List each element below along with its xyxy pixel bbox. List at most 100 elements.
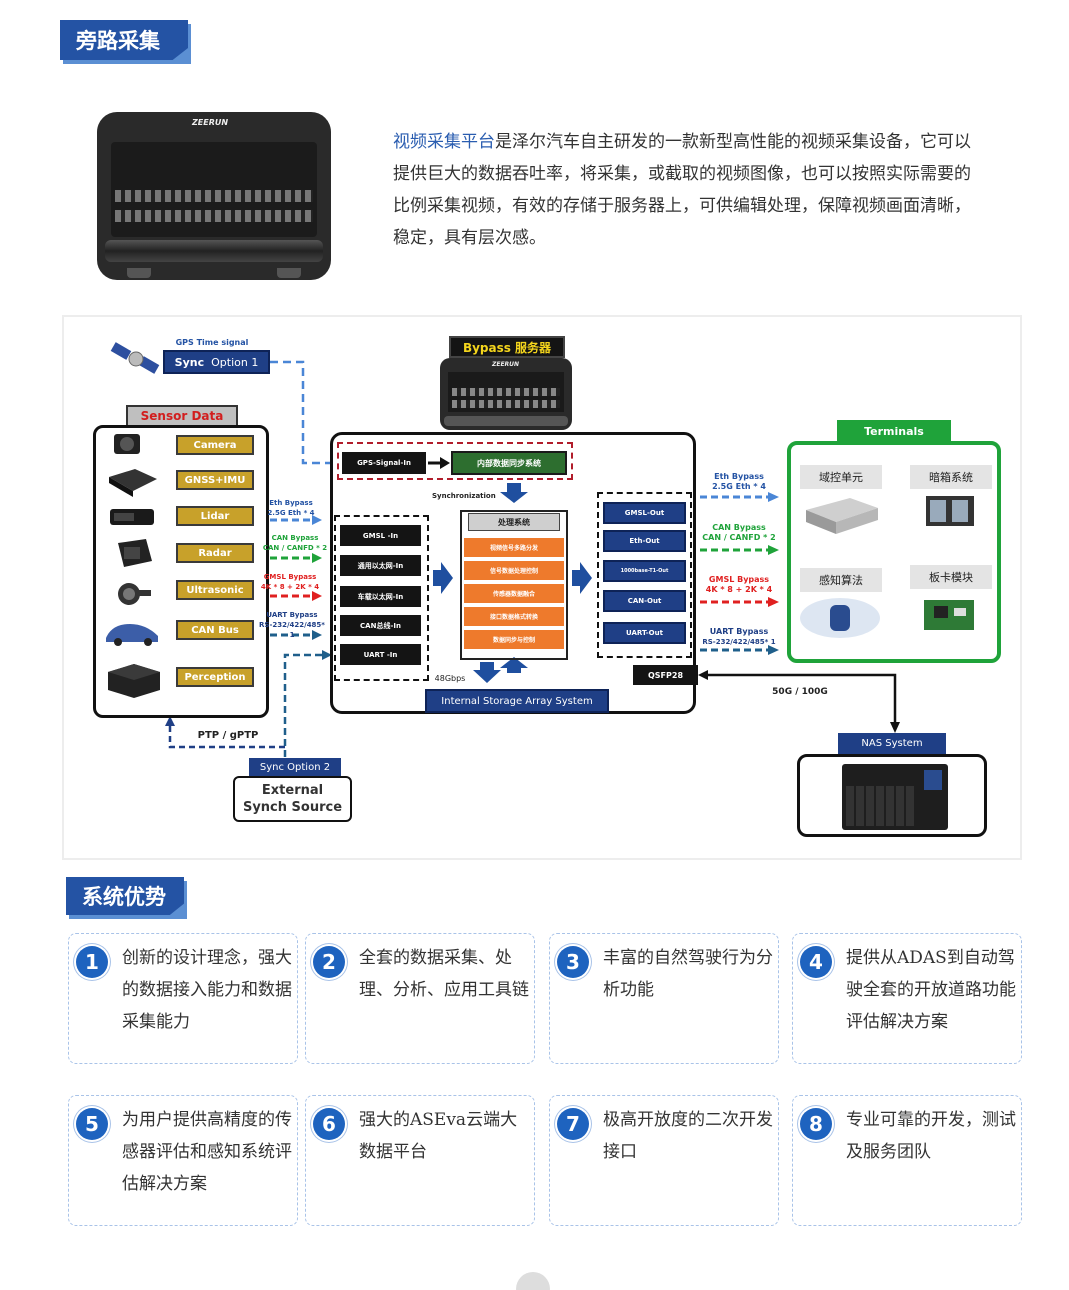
advantage-card: 4 提供从ADAS到自动驾驶全套的开放道路功能评估解决方案 <box>792 933 1022 1064</box>
output-uart: UART-Out <box>603 622 686 644</box>
advantage-number: 8 <box>800 1108 832 1140</box>
input-ethernet: 通用以太网-In <box>340 555 421 576</box>
input-gmsl: GMSL -In <box>340 525 421 546</box>
page-number-badge <box>516 1272 550 1290</box>
sync-option2-box: Sync Option 2 <box>249 758 341 777</box>
sensor-can-bus: CAN Bus <box>176 620 254 640</box>
external-line2: Synch Source <box>242 800 343 815</box>
advantage-number: 2 <box>313 946 345 978</box>
terminal-board-module: 板卡模块 <box>910 565 992 589</box>
sensor-data-panel <box>93 425 269 718</box>
sensor-radar: Radar <box>176 543 254 563</box>
gps-signal-in-box: GPS-Signal-In <box>342 452 426 474</box>
advantage-number: 3 <box>557 946 589 978</box>
architecture-diagram <box>62 315 1022 860</box>
camera-icon <box>114 434 140 454</box>
advantage-card: 8 专业可靠的开发，测试及服务团队 <box>792 1095 1022 1226</box>
external-line1: External <box>261 783 324 798</box>
intro-paragraph: 视频采集平台是泽尔汽车自主研发的一款新型高性能的视频采集设备，它可以提供巨大的数… <box>393 126 983 254</box>
device-port-row <box>115 190 313 202</box>
advantage-text: 全套的数据采集、处理、分析、应用工具链 <box>359 948 529 1000</box>
sensor-ultrasonic: Ultrasonic <box>176 580 254 600</box>
internal-sync-box: 内部数据同步系统 <box>451 451 567 475</box>
advantage-text: 极高开放度的二次开发接口 <box>603 1110 773 1162</box>
ptp-label: PTP / gPTP <box>197 730 259 741</box>
advantage-text: 丰富的自然驾驶行为分析功能 <box>603 948 773 1000</box>
processing-item: 接口数据格式转换 <box>464 607 564 626</box>
perception-algo-icon <box>800 598 880 638</box>
storage-down-arrow <box>473 662 501 683</box>
advantage-text: 为用户提供高精度的传感器评估和感知系统评估解决方案 <box>122 1110 292 1194</box>
bypass-server-title: Bypass 服务器 <box>449 336 565 358</box>
darkbox-icon <box>926 496 974 526</box>
sync-label: Sync <box>174 355 205 369</box>
section-title: 旁路采集 <box>76 29 160 53</box>
advantage-text: 专业可靠的开发，测试及服务团队 <box>846 1110 1016 1162</box>
satellite-icon <box>110 342 160 374</box>
advantage-text: 强大的ASEva云端大数据平台 <box>359 1110 518 1162</box>
sensor-perception: Perception <box>176 667 254 687</box>
processing-system <box>460 510 568 660</box>
left-link-arrows <box>270 515 322 640</box>
advantage-number: 1 <box>76 946 108 978</box>
processing-item: 数据同步与控制 <box>464 630 564 649</box>
sensor-lidar: Lidar <box>176 506 254 526</box>
input-can: CAN总线-In <box>340 615 421 636</box>
advantage-card: 7 极高开放度的二次开发接口 <box>549 1095 779 1226</box>
device-foot <box>277 268 301 278</box>
output-group <box>597 492 692 658</box>
device-photo: ZEERUN <box>97 112 331 280</box>
nas-icon <box>842 764 948 830</box>
bypass-server-image: ZEERUN <box>440 358 572 430</box>
out-arrow <box>572 562 592 594</box>
gps-caption: GPS Time signal <box>175 338 249 347</box>
in-arrow <box>433 562 453 594</box>
bypass-server-logo: ZEERUN <box>492 361 520 368</box>
advantage-card: 6 强大的ASEva云端大数据平台 <box>305 1095 535 1226</box>
terminal-darkbox: 暗箱系统 <box>910 465 992 489</box>
advantage-number: 7 <box>557 1108 589 1140</box>
sync-option2-line <box>283 653 322 757</box>
radar-icon <box>118 539 152 567</box>
advantage-number: 6 <box>313 1108 345 1140</box>
input-group <box>334 515 429 681</box>
advantage-number: 5 <box>76 1108 108 1140</box>
output-eth: Eth-Out <box>603 530 686 552</box>
gnss-imu-icon <box>109 469 157 497</box>
perception-unit-icon <box>108 664 160 698</box>
terminal-perception-algo: 感知算法 <box>800 568 882 592</box>
sensor-gnss-imu: GNSS+IMU <box>176 470 254 490</box>
output-gmsl: GMSL-Out <box>603 502 686 524</box>
gps-sync-line <box>270 360 330 465</box>
advantage-card: 2 全套的数据采集、处理、分析、应用工具链 <box>305 933 535 1064</box>
section-title: 系统优势 <box>82 885 166 909</box>
processing-title: 处理系统 <box>468 513 560 531</box>
input-auto-ethernet: 车载以太网-In <box>340 586 421 607</box>
advantage-card: 1 创新的设计理念，强大的数据接入能力和数据采集能力 <box>68 933 298 1064</box>
sync-down-arrow <box>500 483 528 503</box>
advantage-text: 创新的设计理念，强大的数据接入能力和数据采集能力 <box>122 948 292 1032</box>
section-banner-advantages: 系统优势 <box>66 877 184 915</box>
ultrasonic-icon <box>118 583 151 605</box>
output-can: CAN-Out <box>603 590 686 612</box>
advantage-card: 3 丰富的自然驾驶行为分析功能 <box>549 933 779 1064</box>
nas-line <box>705 673 897 725</box>
storage-up-arrow <box>500 657 528 673</box>
terminals-title: Terminals <box>837 420 951 442</box>
advantage-number: 4 <box>800 946 832 978</box>
processing-item: 信号数据处理控制 <box>464 561 564 580</box>
external-sync-source: External Synch Source <box>233 776 352 822</box>
sync-zone <box>337 442 573 480</box>
bandwidth-label: 48Gbps <box>434 674 466 683</box>
intro-highlight: 视频采集平台 <box>393 132 495 152</box>
terminal-domain-controller: 域控单元 <box>800 465 882 489</box>
qsfp-box: QSFP28 <box>633 665 698 685</box>
ptp-line <box>168 722 285 749</box>
processing-item: 传感器数据融合 <box>464 584 564 603</box>
